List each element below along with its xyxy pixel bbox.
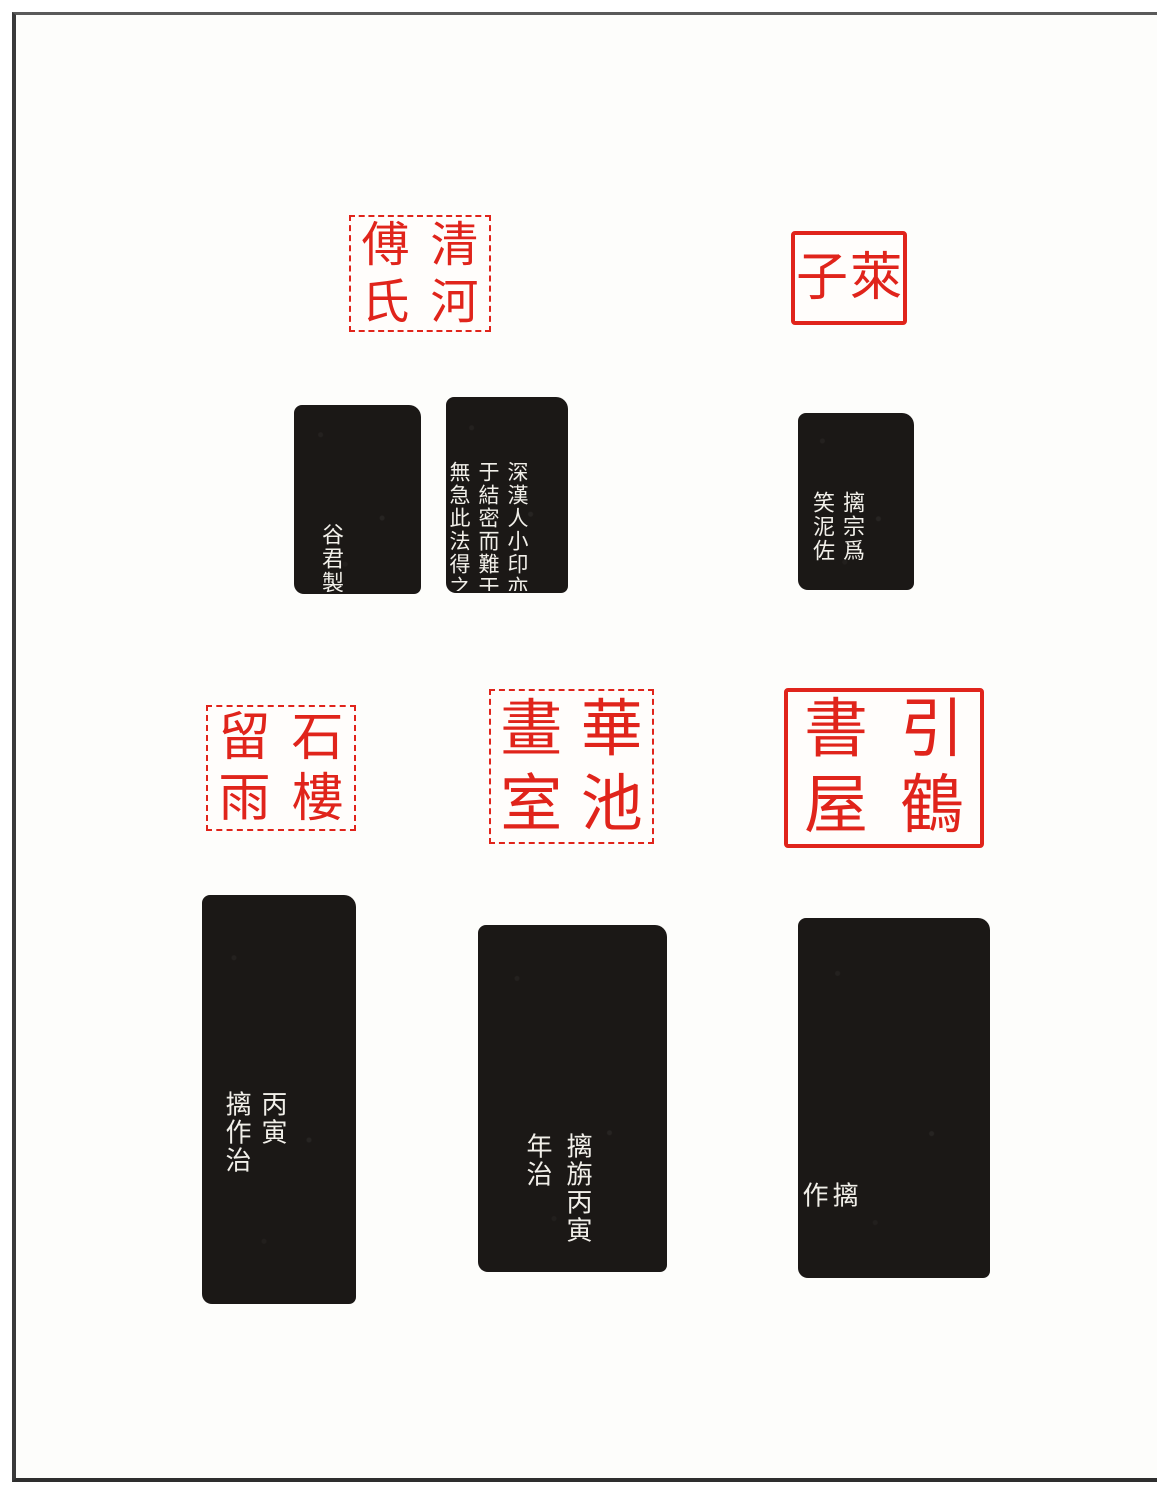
side-inscription-rubbing: 摛宗爲 笑泥佐 bbox=[800, 415, 912, 588]
side-inscription-rubbing: 丙寅 摛作治 bbox=[204, 897, 354, 1302]
side-inscription-rubbing: 摛旃丙寅 年治 bbox=[480, 927, 665, 1270]
inscription-text: 深漢人小印亦難 于結密而難于 無急此法得之 bbox=[448, 409, 560, 591]
inscription-text: 摛 作 bbox=[800, 1120, 888, 1210]
seal-char: 池 bbox=[580, 767, 643, 841]
seal-yinhe-shuwu: 引 鶴 書 屋 bbox=[784, 688, 984, 848]
side-inscription-rubbing: 谷君製 bbox=[296, 407, 419, 592]
seal-char: 雨 bbox=[218, 768, 271, 829]
seal-char: 萊 bbox=[850, 248, 903, 308]
side-inscription-rubbing: 深漢人小印亦難 于結密而難于 無急此法得之 bbox=[448, 399, 566, 591]
inscription-column: 于結密而難于 bbox=[476, 461, 500, 591]
inscription-column: 摛旃丙寅 bbox=[562, 1132, 592, 1245]
seal-shilou-liuyu: 石 樓 留 雨 bbox=[206, 705, 356, 831]
seal-char: 引 bbox=[900, 693, 964, 767]
inscription-column: 摛宗爲 bbox=[839, 490, 864, 563]
album-page: 清 河 傅 氏 萊 子 谷君製 深漢人小印亦難 于結密而難于 無急此法得之 摛宗… bbox=[12, 12, 1157, 1482]
seal-char: 河 bbox=[430, 273, 479, 330]
inscription-column: 年治 bbox=[522, 1132, 552, 1189]
seal-char: 清 bbox=[430, 217, 479, 274]
seal-char: 傅 bbox=[361, 217, 410, 274]
inscription-column: 作 bbox=[800, 1181, 828, 1210]
seal-char: 樓 bbox=[291, 768, 344, 829]
inscription-column: 丙寅 bbox=[257, 1090, 287, 1147]
inscription-text: 摛旃丙寅 年治 bbox=[480, 1071, 637, 1245]
seal-char: 畫 bbox=[500, 691, 563, 765]
inscription-column: 摛作治 bbox=[221, 1090, 251, 1175]
seal-laizi: 萊 子 bbox=[791, 231, 907, 325]
inscription-column: 笑泥佐 bbox=[809, 490, 834, 563]
inscription-text: 谷君製 bbox=[296, 469, 371, 592]
seal-huachi-huashi: 華 池 畫 室 bbox=[489, 689, 654, 844]
seal-char: 鶴 bbox=[900, 769, 964, 843]
seal-char: 室 bbox=[500, 767, 563, 841]
side-inscription-rubbing: 摛 作 bbox=[800, 920, 988, 1276]
inscription-text: 丙寅 摛作治 bbox=[204, 1029, 326, 1175]
inscription-column: 無急此法得之 bbox=[448, 461, 471, 591]
inscription-column: 摛 bbox=[828, 1181, 858, 1210]
seal-char: 氏 bbox=[361, 273, 410, 330]
inscription-column: 深漢人小印亦難 bbox=[505, 461, 529, 591]
seal-char: 子 bbox=[796, 248, 849, 308]
inscription-column: 谷君製 bbox=[318, 522, 343, 592]
seal-char: 留 bbox=[218, 707, 271, 768]
seal-char: 書 bbox=[804, 693, 868, 767]
seal-char: 石 bbox=[291, 707, 344, 768]
seal-char: 華 bbox=[580, 691, 643, 765]
inscription-text: 摛宗爲 笑泥佐 bbox=[800, 437, 896, 563]
seal-qinghe-fushi: 清 河 傅 氏 bbox=[349, 215, 491, 332]
seal-char: 屋 bbox=[804, 769, 868, 843]
